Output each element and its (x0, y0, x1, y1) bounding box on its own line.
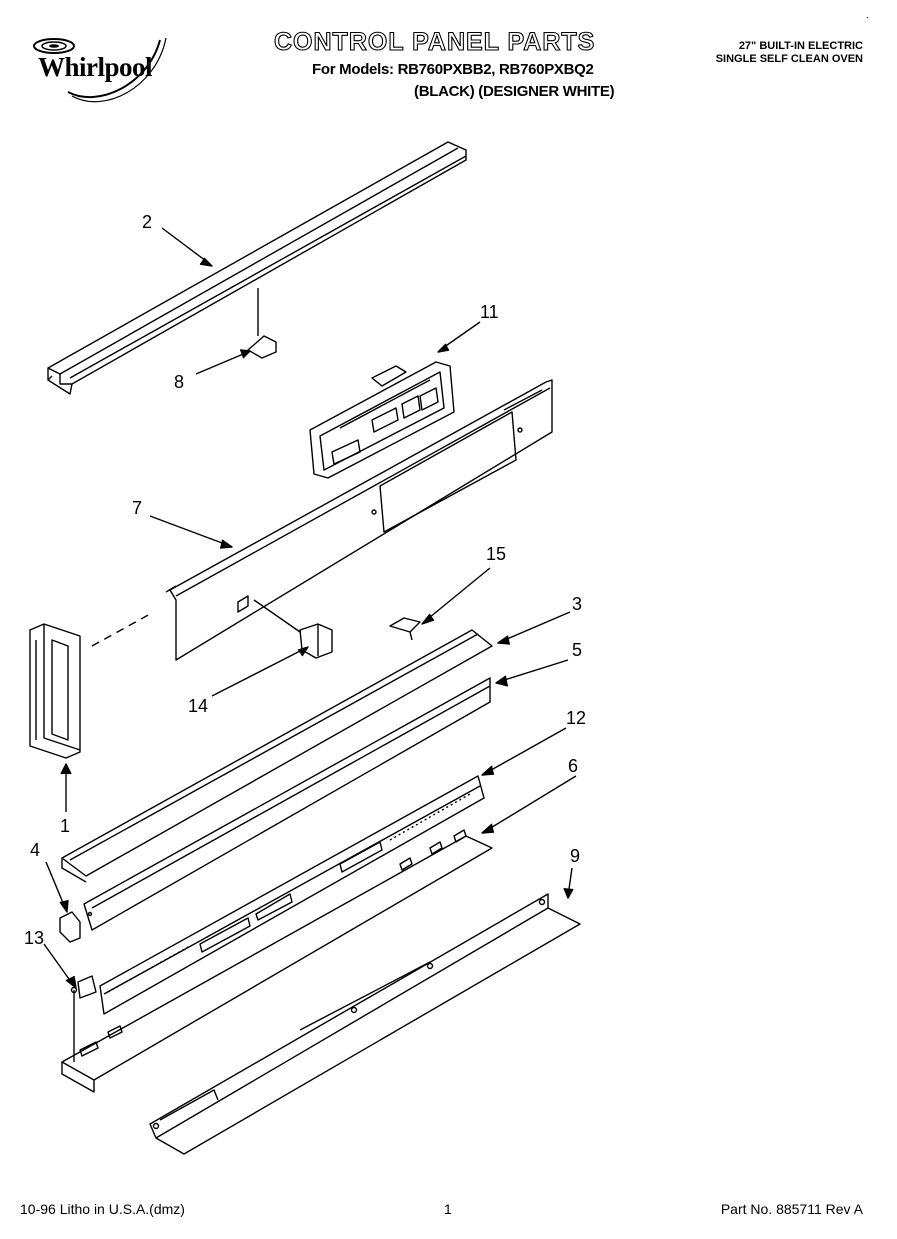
part-1-end-cap (29, 613, 151, 759)
part-15-small-clip (389, 617, 421, 641)
part-9-base-panel (149, 893, 581, 1155)
part-5-trim-bar (83, 677, 491, 931)
print-info: 10-96 Litho in U.S.A.(dmz) (20, 1201, 185, 1217)
part-13-screw-bracket (70, 975, 97, 1062)
callout-7: 7 (132, 498, 142, 518)
model-numbers: For Models: RB760PXBB2, RB760PXBQ2 (312, 61, 594, 78)
callout-2: 2 (142, 212, 152, 232)
part-14-switch (253, 599, 333, 659)
part-2-top-trim (47, 141, 467, 395)
part-11-control-module (309, 361, 455, 479)
corner-mark: · (865, 12, 869, 23)
brand-name: Whirlpool (38, 52, 153, 82)
part-4-hinge-clip (59, 911, 81, 943)
callout-labels: 2 8 11 7 15 3 5 14 12 6 1 4 9 13 (24, 212, 586, 948)
page-number: 1 (444, 1201, 452, 1217)
product-description-line2: SINGLE SELF CLEAN OVEN (715, 53, 863, 65)
page-title-text: CONTROL PANEL PARTS (273, 27, 596, 56)
part-8-clip (247, 288, 277, 359)
part-3-upper-trim (61, 629, 493, 883)
callout-9: 9 (570, 846, 580, 866)
color-variants: (BLACK) (DESIGNER WHITE) (414, 83, 615, 100)
callout-15: 15 (486, 544, 506, 564)
callout-1: 1 (60, 816, 70, 836)
callout-8: 8 (174, 372, 184, 392)
callout-14: 14 (188, 696, 208, 716)
part-12-vented-bracket (99, 775, 485, 1015)
callout-6: 6 (568, 756, 578, 776)
leader-lines (43, 227, 577, 989)
callout-3: 3 (572, 594, 582, 614)
callout-11: 11 (480, 302, 499, 322)
whirlpool-logo (33, 37, 167, 103)
product-description-line1: 27" BUILT-IN ELECTRIC (738, 40, 863, 52)
part-number: Part No. 885711 Rev A (720, 1201, 863, 1217)
part-6-lower-bracket (61, 829, 493, 1093)
callout-4: 4 (30, 840, 40, 860)
callout-12: 12 (566, 708, 586, 728)
callout-13: 13 (24, 928, 44, 948)
part-7-panel-backing (165, 379, 553, 661)
callout-5: 5 (572, 640, 582, 660)
